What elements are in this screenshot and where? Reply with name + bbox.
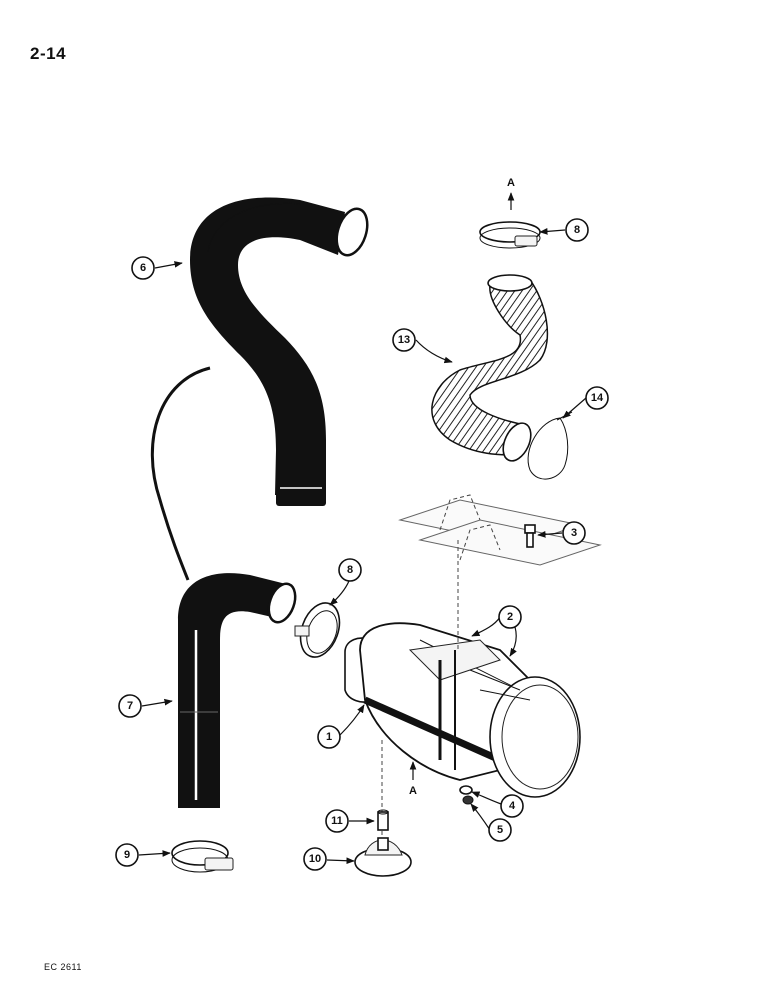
svg-text:4: 4: [509, 800, 516, 812]
svg-text:10: 10: [309, 853, 321, 865]
svg-text:14: 14: [591, 392, 604, 404]
section-mark-bottom: A: [409, 761, 417, 797]
page-number: 2-14: [30, 44, 67, 63]
callout-8-top: 8: [539, 218, 589, 242]
document-code: EC 2611: [44, 962, 82, 972]
hose-clamp-mid-part-8: [294, 602, 341, 658]
svg-text:3: 3: [571, 527, 577, 539]
hose-clamp-upper-part-8: [479, 221, 541, 249]
dust-valve-part-10: [354, 837, 412, 877]
svg-text:13: 13: [398, 334, 410, 346]
nut-part-5: [462, 795, 474, 805]
section-mark-top: A: [507, 177, 515, 210]
svg-text:8: 8: [574, 224, 580, 236]
bolt-part-3: [524, 524, 536, 548]
valve-stem-part-11: [377, 809, 389, 831]
strap-part-14: [527, 411, 573, 480]
lower-hose-part-7: [178, 573, 297, 808]
hose-connector-line: [150, 366, 211, 581]
callout-14: 14: [562, 386, 609, 419]
svg-text:9: 9: [124, 849, 130, 861]
svg-text:11: 11: [331, 815, 343, 827]
callout-8-mid: 8: [329, 558, 362, 606]
callout-3: 3: [537, 521, 586, 545]
callout-1: 1: [317, 704, 365, 749]
washer-part-4: [459, 785, 473, 795]
svg-text:6: 6: [140, 262, 146, 274]
callout-13: 13: [392, 328, 453, 364]
callout-5: 5: [470, 803, 512, 842]
upper-hose-part-6: [190, 197, 369, 506]
callout-9: 9: [115, 843, 171, 867]
callout-7: 7: [118, 694, 173, 718]
callout-6: 6: [131, 256, 183, 280]
callout-4: 4: [471, 791, 524, 818]
hose-clamp-part-9: [171, 840, 234, 873]
svg-text:1: 1: [326, 731, 332, 743]
callout-2: 2: [471, 605, 522, 657]
svg-text:8: 8: [347, 564, 353, 576]
svg-text:7: 7: [127, 700, 133, 712]
air-cleaner-part-1: [344, 622, 581, 798]
corrugated-hose-part-13: [431, 274, 549, 462]
svg-text:2: 2: [507, 611, 513, 623]
svg-text:5: 5: [497, 824, 503, 836]
callout-11: 11: [325, 809, 375, 833]
svg-text:A: A: [409, 785, 417, 797]
callout-10: 10: [303, 847, 355, 871]
svg-text:A: A: [507, 177, 515, 189]
